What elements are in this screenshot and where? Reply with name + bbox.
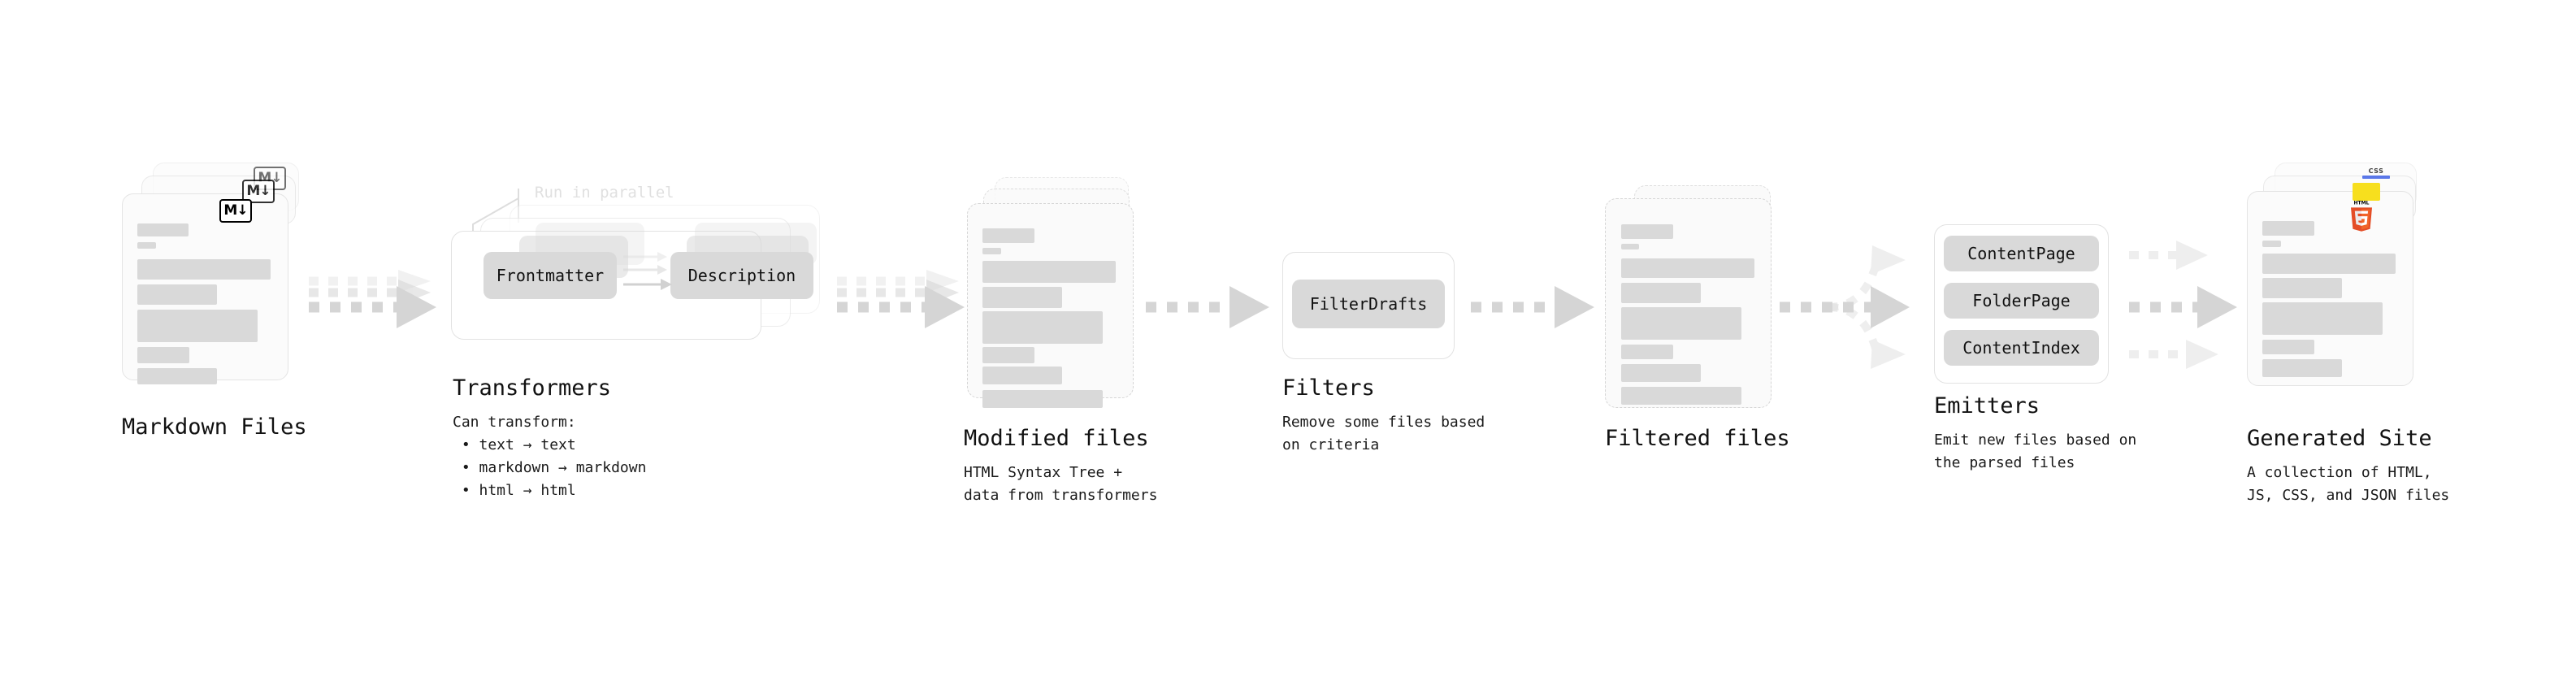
skeleton-line — [2262, 359, 2342, 377]
html5-icon: HTML — [2347, 200, 2376, 236]
stage-desc-transformers: Can transform: • text → text • markdown … — [453, 414, 647, 499]
skeleton-line — [982, 347, 1034, 363]
skeleton-line — [1621, 244, 1639, 249]
skeleton-line — [982, 228, 1034, 243]
skeleton-line — [2262, 278, 2342, 298]
skeleton-line — [982, 311, 1103, 344]
stage-title-modified-files: Modified files — [964, 426, 1149, 451]
stage-title-emitters: Emitters — [1934, 393, 2040, 419]
stage-title-markdown-files: Markdown Files — [122, 414, 307, 440]
stage-title-generated-site: Generated Site — [2247, 426, 2432, 451]
pill-folderpage[interactable]: FolderPage — [1944, 283, 2099, 319]
pill-contentpage[interactable]: ContentPage — [1944, 236, 2099, 271]
connector-filters-to-filtered — [1471, 286, 1594, 328]
skeleton-line — [982, 390, 1103, 408]
css3-icon-bar — [2362, 176, 2390, 179]
stage-title-transformers: Transformers — [453, 375, 612, 401]
connector-md-to-transformers — [309, 270, 436, 328]
css3-icon: CSS — [2362, 167, 2390, 182]
skeleton-line — [137, 242, 156, 249]
skeleton-line — [2262, 241, 2281, 247]
pill-description[interactable]: Description — [670, 252, 813, 299]
skeleton-line — [982, 248, 1001, 254]
skeleton-line — [2262, 340, 2314, 354]
skeleton-line — [1621, 224, 1673, 239]
markdown-icon: M↓ — [219, 199, 252, 223]
run-in-parallel-label: Run in parallel — [535, 184, 674, 202]
connector-filtered-to-emitters — [1780, 245, 1910, 369]
stage-desc-modified-files: HTML Syntax Tree + data from transformer… — [964, 464, 1158, 504]
markdown-icon-back-1: M↓ — [242, 180, 275, 203]
stage-desc-generated-site: A collection of HTML, JS, CSS, and JSON … — [2247, 464, 2450, 504]
skeleton-line — [137, 223, 189, 236]
skeleton-line — [1621, 345, 1673, 359]
pill-contentindex[interactable]: ContentIndex — [1944, 330, 2099, 366]
skeleton-line — [982, 287, 1062, 308]
skeleton-line — [137, 368, 217, 384]
skeleton-line — [137, 310, 258, 342]
skeleton-line — [2262, 221, 2314, 236]
skeleton-line — [1621, 283, 1701, 303]
connector-emitters-to-site — [2129, 241, 2237, 369]
skeleton-line — [1621, 258, 1754, 278]
connector-modified-to-filters — [1146, 286, 1269, 328]
skeleton-line — [1621, 307, 1741, 340]
skeleton-line — [137, 284, 217, 305]
pill-frontmatter[interactable]: Frontmatter — [484, 252, 617, 299]
pill-filterdrafts[interactable]: FilterDrafts — [1292, 280, 1445, 328]
skeleton-line — [2262, 254, 2396, 274]
skeleton-line — [1621, 387, 1741, 405]
skeleton-line — [982, 367, 1062, 384]
skeleton-line — [982, 261, 1116, 283]
skeleton-line — [137, 259, 271, 280]
stage-title-filtered-files: Filtered files — [1605, 426, 1790, 451]
js-icon — [2353, 183, 2380, 201]
stage-desc-emitters: Emit new files based on the parsed files — [1934, 432, 2137, 471]
skeleton-line — [137, 347, 189, 363]
svg-text:HTML: HTML — [2353, 201, 2369, 206]
skeleton-line — [2262, 302, 2383, 335]
stage-desc-filters: Remove some files based on criteria — [1282, 414, 1485, 453]
skeleton-line — [1621, 364, 1701, 382]
connector-transformers-to-modified — [837, 270, 965, 328]
stage-title-filters: Filters — [1282, 375, 1375, 401]
stage-transformers: Run in parallel Frontmatter Description — [451, 184, 825, 348]
css3-icon-label: CSS — [2368, 167, 2384, 175]
inner-arrows-frontmatter-to-description — [623, 252, 672, 290]
